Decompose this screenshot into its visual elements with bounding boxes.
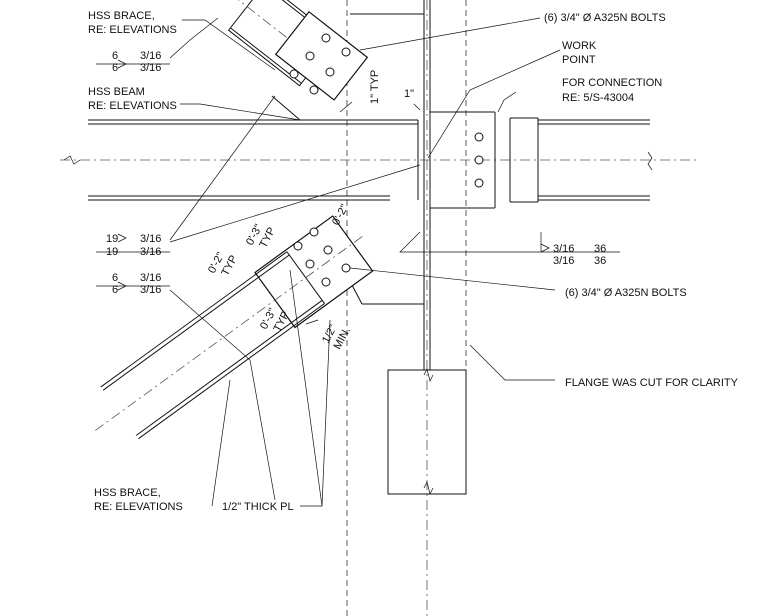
annotation-bolts-bottom: (6) 3/4" Ø A325N BOLTS bbox=[565, 287, 687, 299]
annotation-hss-beam: HSS BEAM RE: ELEVATIONS bbox=[88, 86, 177, 112]
svg-text:WORK: WORK bbox=[562, 40, 597, 52]
svg-text:6: 6 bbox=[112, 50, 118, 62]
hss-beam bbox=[60, 111, 700, 209]
annotation-flange-cut: FLANGE WAS CUT FOR CLARITY bbox=[565, 377, 739, 389]
svg-text:6: 6 bbox=[112, 284, 118, 296]
lower-brace bbox=[95, 215, 374, 440]
svg-text:HSS BEAM: HSS BEAM bbox=[88, 86, 145, 98]
svg-text:RE: 5/S-43004: RE: 5/S-43004 bbox=[562, 92, 634, 104]
svg-text:HSS BRACE,: HSS BRACE, bbox=[88, 10, 155, 22]
svg-text:6: 6 bbox=[112, 62, 118, 74]
dimension-1in-typ: 1" TYP bbox=[369, 70, 381, 104]
annotation-bolts-top: (6) 3/4" Ø A325N BOLTS bbox=[544, 12, 666, 24]
svg-text:3/16: 3/16 bbox=[140, 272, 161, 284]
svg-text:3/16: 3/16 bbox=[140, 50, 161, 62]
column bbox=[346, 0, 467, 616]
annotation-for-connection: FOR CONNECTION RE: 5/S-43004 bbox=[562, 77, 662, 104]
annotation-hss-brace-bottom: HSS BRACE, RE: ELEVATIONS bbox=[94, 487, 183, 513]
dimension-03-typ-upper: 0'-3" TYP bbox=[244, 222, 278, 250]
weld-symbol-lower: 6 6 3/16 3/16 bbox=[112, 272, 161, 296]
svg-text:19: 19 bbox=[106, 233, 118, 245]
annotation-hss-brace-top: HSS BRACE, RE: ELEVATIONS bbox=[88, 10, 177, 36]
svg-text:3/16: 3/16 bbox=[140, 246, 161, 258]
dimension-02-typ-lower: 0'-2" TYP bbox=[206, 250, 240, 278]
svg-text:RE: ELEVATIONS: RE: ELEVATIONS bbox=[88, 24, 177, 36]
svg-text:19: 19 bbox=[106, 246, 118, 258]
weld-symbol-36: 3/16 3/16 36 36 bbox=[553, 243, 606, 267]
svg-text:3/16: 3/16 bbox=[140, 233, 161, 245]
svg-text:3/16: 3/16 bbox=[140, 284, 161, 296]
upper-brace bbox=[227, 0, 369, 101]
svg-text:3/16: 3/16 bbox=[553, 243, 574, 255]
svg-text:36: 36 bbox=[594, 255, 606, 267]
svg-text:3/16: 3/16 bbox=[140, 62, 161, 74]
svg-text:36: 36 bbox=[594, 243, 606, 255]
svg-text:3/16: 3/16 bbox=[553, 255, 574, 267]
svg-text:HSS BRACE,: HSS BRACE, bbox=[94, 487, 161, 499]
weld-symbol-19: 19 19 3/16 3/16 bbox=[106, 233, 161, 258]
svg-text:6: 6 bbox=[112, 272, 118, 284]
annotation-thick-pl: 1/2" THICK PL bbox=[222, 501, 294, 513]
dimension-1in: 1" bbox=[404, 88, 414, 100]
dimension-half-min: 1/2" MIN. bbox=[320, 323, 353, 352]
svg-text:RE: ELEVATIONS: RE: ELEVATIONS bbox=[94, 501, 183, 513]
dimension-02-upper: 0'-2" bbox=[330, 202, 351, 227]
weld-symbol-brace-top: 6 6 3/16 3/16 bbox=[112, 50, 161, 74]
annotation-work-point: WORK POINT bbox=[562, 40, 597, 66]
svg-text:POINT: POINT bbox=[562, 54, 596, 66]
leaders bbox=[96, 17, 620, 507]
svg-text:RE: ELEVATIONS: RE: ELEVATIONS bbox=[88, 100, 177, 112]
svg-text:FOR CONNECTION: FOR CONNECTION bbox=[562, 77, 662, 89]
